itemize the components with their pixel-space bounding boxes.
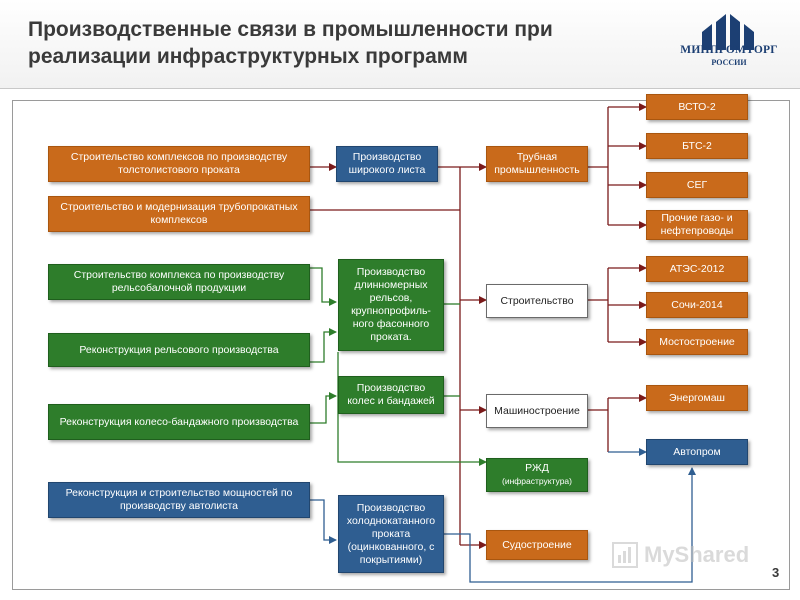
source-rail-beam-complex: Строительство комплекса по производству …	[48, 264, 310, 300]
rzd-subtitle: (инфраструктура)	[502, 476, 572, 486]
outcome-autoprom: Автопром	[646, 439, 748, 465]
outcome-energomash: Энергомаш	[646, 385, 748, 411]
source-thick-sheet-complex: Строительство комплексов по производству…	[48, 146, 310, 182]
outcome-vsto-2: ВСТО-2	[646, 94, 748, 120]
outcome-bridge-building: Мостостроение	[646, 329, 748, 355]
rzd-title: РЖД	[525, 462, 549, 474]
diagram-frame	[12, 100, 790, 590]
title-line-1: Производственные связи в промышленности …	[28, 18, 553, 41]
ministry-logo-icon	[702, 14, 754, 50]
source-auto-sheet-capacity: Реконструкция и строительство мощностей …	[48, 482, 310, 518]
outcome-other-pipelines: Прочие газо- и нефтепроводы	[646, 210, 748, 240]
watermark: MyShared	[612, 538, 772, 572]
sector-machinery: Машиностроение	[486, 394, 588, 428]
source-wheel-tyre-reconstruction: Реконструкция колесо-бандажного производ…	[48, 404, 310, 440]
production-wheels-tyres: Производство колес и бандажей	[338, 376, 444, 414]
sector-pipe-industry: Трубная промышленность	[486, 146, 588, 182]
watermark-text: MyShared	[644, 542, 750, 567]
logo-name: МИНПРОМТОРГ	[680, 44, 778, 56]
sector-shipbuilding: Судостроение	[486, 530, 588, 560]
source-pipe-rolling-complex: Строительство и модернизация трубопрокат…	[48, 196, 310, 232]
production-cold-rolled: Производство холоднокатанного проката (о…	[338, 495, 444, 573]
slide-title: Производственные связи в промышленности …	[28, 16, 628, 70]
outcome-sochi-2014: Сочи-2014	[646, 292, 748, 318]
sector-rzd: РЖД (инфраструктура)	[486, 458, 588, 492]
outcome-ates-2012: АТЭС-2012	[646, 256, 748, 282]
outcome-bts-2: БТС-2	[646, 133, 748, 159]
watermark-chart-icon	[612, 542, 638, 568]
production-long-rails: Производство длинномерных рельсов, крупн…	[338, 259, 444, 351]
outcome-seg: СЕГ	[646, 172, 748, 198]
title-line-2: реализации инфраструктурных программ	[28, 45, 468, 68]
page-number: 3	[772, 565, 780, 580]
logo-subtitle: РОССИИ	[711, 58, 747, 67]
source-rail-reconstruction: Реконструкция рельсового производства	[48, 333, 310, 367]
production-wide-sheet: Производство широкого листа	[336, 146, 438, 182]
slide-header: Производственные связи в промышленности …	[0, 0, 800, 89]
sector-construction: Строительство	[486, 284, 588, 318]
